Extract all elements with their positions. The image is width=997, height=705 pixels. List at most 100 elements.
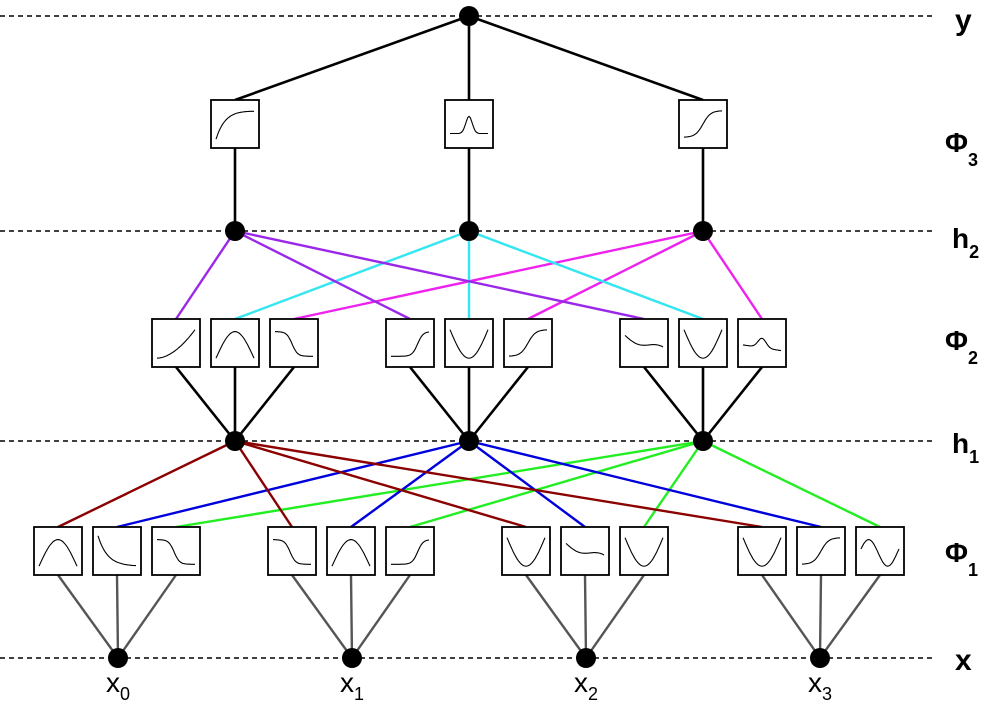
phi1-box-3-curve	[272, 539, 311, 565]
layer-label-phi2: Φ2	[945, 325, 978, 368]
edge-input-phi1-6	[525, 574, 587, 659]
edge-phi3-y-0	[234, 14, 470, 102]
edge-input-phi1-4	[349, 574, 354, 659]
input-label-x3: x3	[808, 667, 832, 704]
phi1-box-8-curve	[624, 537, 664, 567]
phi2-box-6-curve	[624, 334, 664, 348]
h1-node-2	[693, 431, 713, 451]
phi3-box-2	[678, 99, 728, 149]
layer-label-x: x	[955, 644, 972, 677]
h2-node-0	[225, 221, 245, 241]
phi2-box-3	[385, 318, 435, 368]
phi1-box-0-frame	[33, 526, 83, 576]
phi2-box-2-curve	[274, 331, 313, 357]
edge-phi2-h2-2	[293, 229, 704, 321]
layer-guide-lines	[0, 15, 935, 659]
input-label-x0: x0	[106, 667, 130, 704]
phi1-box-7-frame	[560, 526, 610, 576]
edge-input-phi1-1	[115, 574, 120, 659]
edge-h1-phi2-8	[701, 366, 764, 442]
phi3-box-2-curve	[684, 110, 722, 138]
edge-phi1-h1-9	[234, 439, 763, 529]
phi3-box-1	[444, 99, 494, 149]
output-node-y	[459, 6, 479, 26]
phi3-box-0-curve	[215, 110, 254, 140]
phi1-box-11-frame	[855, 526, 905, 576]
edge-phi1-h1-3	[233, 440, 294, 528]
phi1-box-3-frame	[267, 526, 317, 576]
input-node-0	[108, 648, 128, 668]
edge-h1-phi2-3	[408, 366, 471, 442]
phi1-box-5-frame	[385, 526, 435, 576]
input-node-1	[342, 648, 362, 668]
h2-node-1	[459, 221, 479, 241]
phi2-box-5-frame	[503, 318, 553, 368]
phi2-box-6	[619, 318, 669, 368]
edge-input-phi1-5	[351, 574, 411, 659]
phi1-box-2	[151, 526, 201, 576]
edge-h1-phi2-5	[467, 366, 530, 442]
phi1-box-4-curve	[331, 539, 371, 567]
edge-input-phi1-8	[585, 574, 645, 659]
layer-label-y: y	[955, 4, 972, 37]
activation-function-boxes	[33, 99, 905, 576]
phi1-box-2-frame	[151, 526, 201, 576]
edge-phi1-h1-11	[702, 439, 881, 529]
phi2-box-5	[503, 318, 553, 368]
phi2-box-7	[678, 318, 728, 368]
edge-input-phi1-10	[818, 574, 823, 659]
edge-input-phi1-11	[819, 574, 881, 659]
phi2-box-4-frame	[444, 318, 494, 368]
phi1-box-7	[560, 526, 610, 576]
phi3-box-0	[210, 99, 260, 149]
input-label-x1: x1	[340, 667, 364, 704]
edge-phi1-h1-4	[350, 440, 470, 528]
edge-phi3-y-2	[468, 14, 704, 102]
phi2-box-1-curve	[215, 331, 255, 359]
layer-label-phi1: Φ1	[945, 537, 978, 580]
phi1-box-9-frame	[737, 526, 787, 576]
phi1-box-9-curve	[742, 537, 782, 567]
phi1-box-9	[737, 526, 787, 576]
edge-input-phi1-9	[761, 574, 821, 659]
edge-input-phi1-7	[583, 574, 588, 659]
phi3-box-1-curve	[450, 115, 488, 135]
input-label-x2: x2	[574, 667, 598, 704]
edge-phi1-h1-0	[57, 439, 236, 529]
edge-phi1-h1-2	[175, 439, 704, 529]
phi2-box-0-frame	[151, 318, 201, 368]
input-node-2	[576, 648, 596, 668]
phi3-box-0-frame	[210, 99, 260, 149]
layer-label-h1: h1	[952, 428, 979, 467]
edge-phi2-h2-6	[234, 229, 645, 321]
phi1-box-4	[326, 526, 376, 576]
phi1-box-5-curve	[391, 539, 430, 565]
neuron-nodes	[108, 6, 830, 668]
phi2-box-8-curve	[742, 337, 782, 352]
phi1-box-8	[619, 526, 669, 576]
edge-phi2-h2-5	[527, 229, 704, 321]
phi1-box-5	[385, 526, 435, 576]
edge-phi1-h1-10	[468, 439, 822, 529]
edge-phi1-h1-1	[116, 439, 470, 529]
phi2-box-4	[444, 318, 494, 368]
edge-phi1-h1-8	[643, 440, 704, 528]
phi1-box-6-frame	[501, 526, 551, 576]
phi1-box-1	[92, 526, 142, 576]
input-node-3	[810, 648, 830, 668]
phi1-box-1-curve	[97, 535, 136, 567]
phi2-box-7-curve	[683, 329, 723, 359]
edge-phi2-h2-8	[702, 230, 763, 320]
phi1-box-4-frame	[326, 526, 376, 576]
h1-node-0	[225, 431, 245, 451]
phi1-box-7-curve	[565, 542, 605, 556]
edge-phi2-h2-7	[468, 229, 704, 321]
phi3-box-1-frame	[444, 99, 494, 149]
edge-input-phi1-0	[57, 574, 119, 659]
phi2-box-1-frame	[210, 318, 260, 368]
edge-phi2-h2-1	[234, 229, 470, 321]
layer-label-h2: h2	[952, 223, 979, 262]
h1-node-1	[459, 431, 479, 451]
phi1-box-10-curve	[802, 537, 840, 565]
